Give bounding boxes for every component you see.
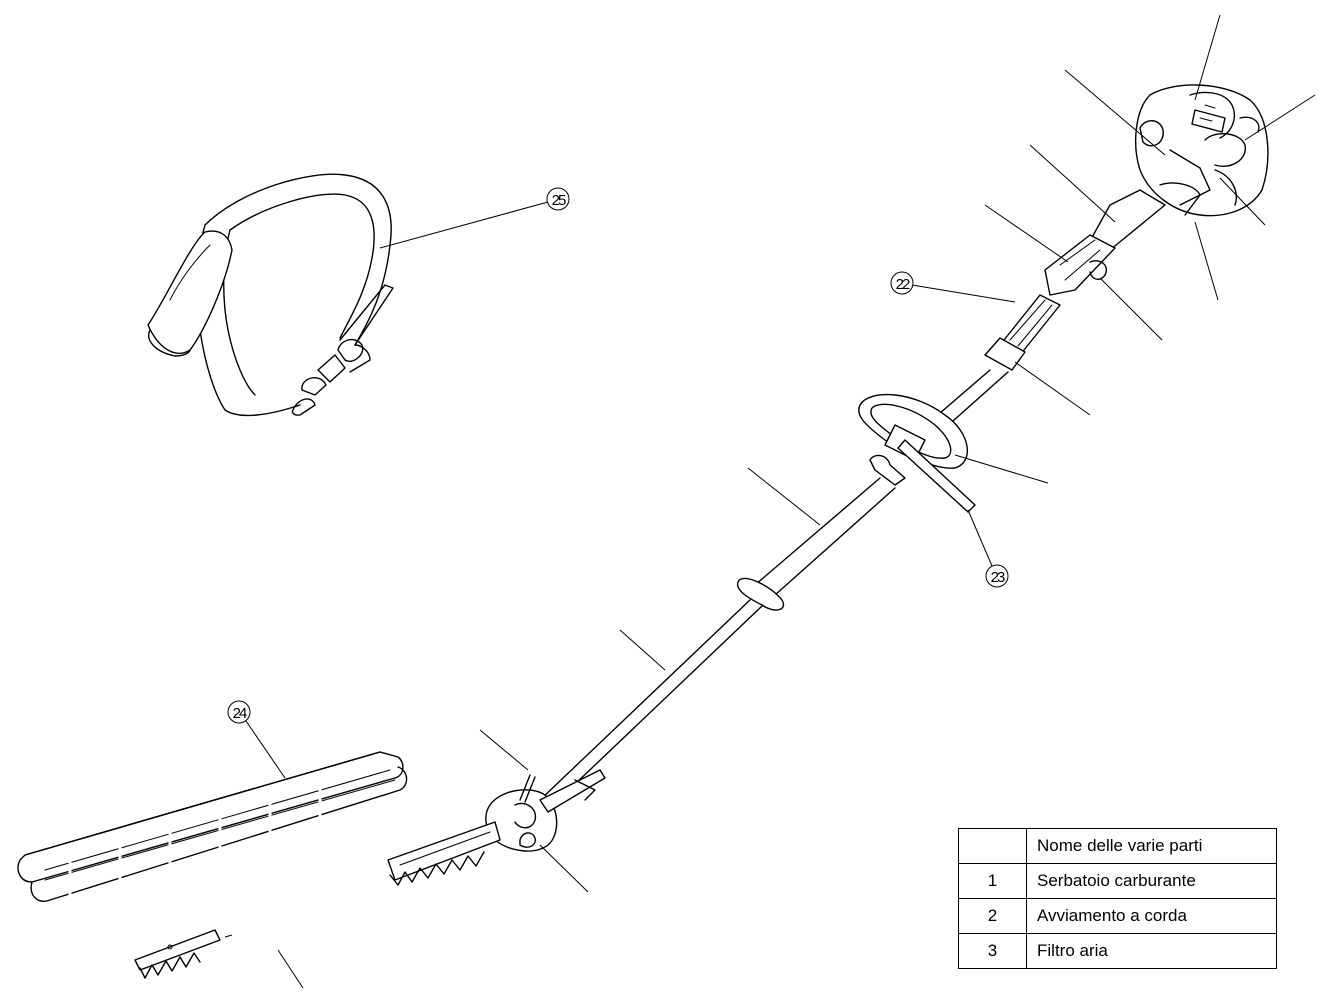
table-row: 3 Filtro aria	[958, 933, 1277, 969]
callout-24: 24	[227, 700, 286, 779]
parts-table-header-name: Nome delle varie parti	[1026, 828, 1277, 864]
shoulder-harness-drawing	[147, 173, 394, 417]
callout-25: 25	[379, 187, 570, 249]
drive-shaft-drawing	[539, 189, 1166, 807]
callout-label-25: 25	[552, 192, 566, 209]
callout-label-24: 24	[233, 705, 247, 722]
engine-unit-drawing	[1135, 84, 1269, 217]
part-number: 1	[958, 863, 1027, 899]
part-number: 3	[958, 933, 1027, 969]
part-name: Filtro aria	[1026, 933, 1277, 969]
parts-table-header-number	[958, 828, 1027, 864]
callout-23: 23	[967, 509, 1009, 588]
blade-fragment-drawing	[134, 929, 233, 979]
parts-name-table: Nome delle varie parti 1 Serbatoio carbu…	[958, 828, 1277, 969]
part-name: Serbatoio carburante	[1026, 863, 1277, 899]
table-row: 2 Avviamento a corda	[958, 898, 1277, 934]
parts-table-header-row: Nome delle varie parti	[958, 828, 1277, 864]
callout-22: 22	[890, 271, 1016, 303]
table-row: 1 Serbatoio carburante	[958, 863, 1277, 899]
leader-lines	[277, 14, 1316, 989]
part-number: 2	[958, 898, 1027, 934]
blade-cover-drawing	[17, 751, 408, 902]
callout-label-23: 23	[991, 569, 1005, 586]
part-name: Avviamento a corda	[1026, 898, 1277, 934]
callout-label-22: 22	[896, 276, 910, 293]
cutter-head-drawing	[387, 769, 606, 886]
